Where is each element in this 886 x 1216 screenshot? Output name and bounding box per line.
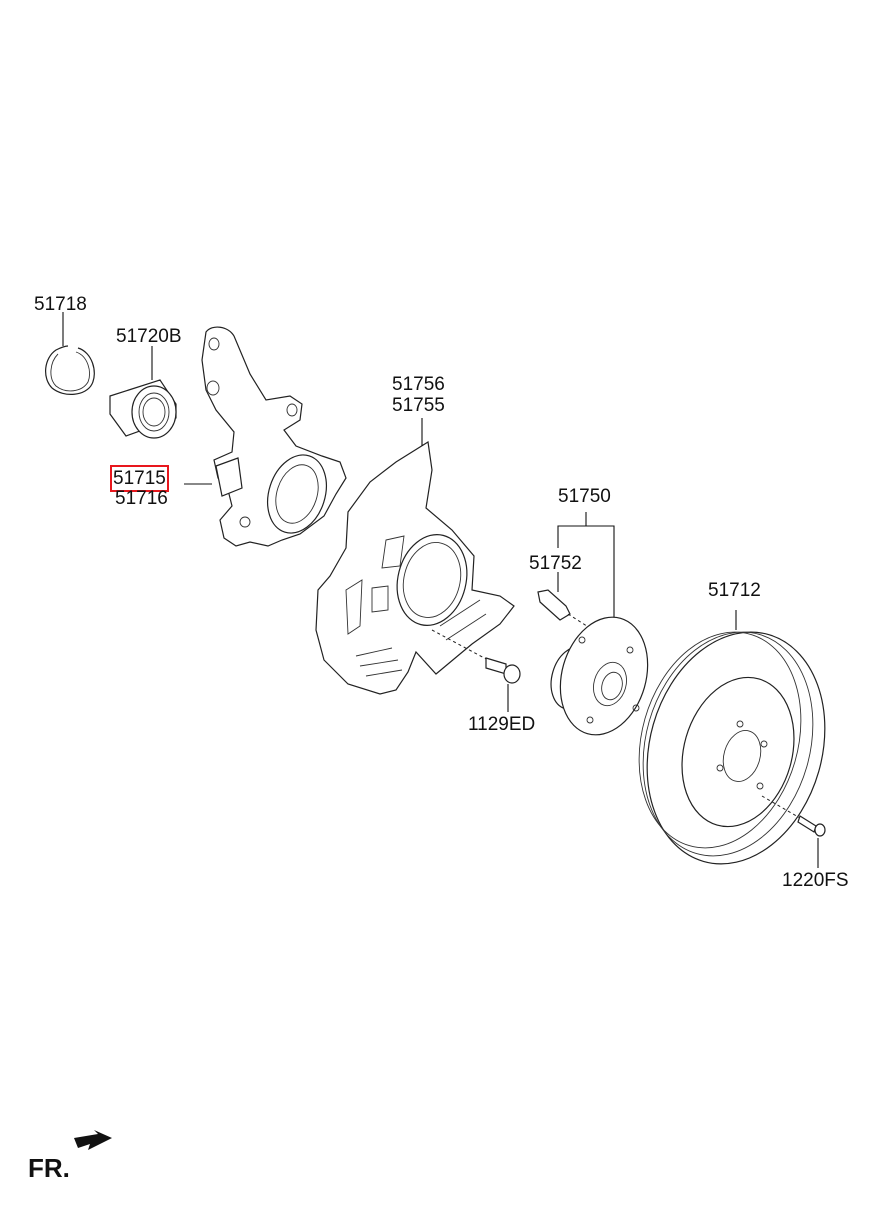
front-direction-arrow: [74, 1130, 112, 1150]
cover-bolt-drawing: [431, 629, 521, 712]
label-snap-ring[interactable]: 51718: [34, 294, 87, 315]
label-disc[interactable]: 51712: [708, 580, 761, 601]
hub-assembly-drawing: [537, 512, 649, 736]
disc-drawing: [638, 610, 826, 865]
label-knuckle-rh[interactable]: 51716: [115, 488, 168, 509]
front-direction-label: FR.: [28, 1153, 70, 1183]
label-bearing[interactable]: 51720B: [116, 326, 182, 347]
dust-cover-drawing: [315, 418, 515, 695]
label-disc-screw[interactable]: 1220FS: [782, 870, 849, 891]
label-dust-cover-lh[interactable]: 51756: [392, 374, 445, 395]
label-cover-bolt[interactable]: 1129ED: [468, 714, 536, 735]
label-knuckle-lh[interactable]: 51715: [110, 465, 169, 492]
label-hub-assembly[interactable]: 51750: [558, 486, 611, 507]
disc-screw-drawing: [761, 795, 826, 868]
label-hub-bolt[interactable]: 51752: [529, 553, 582, 574]
label-dust-cover-rh[interactable]: 51755: [392, 395, 445, 416]
snap-ring-drawing: [45, 312, 95, 395]
knuckle-drawing: [184, 326, 347, 547]
bearing-drawing: [109, 346, 177, 439]
